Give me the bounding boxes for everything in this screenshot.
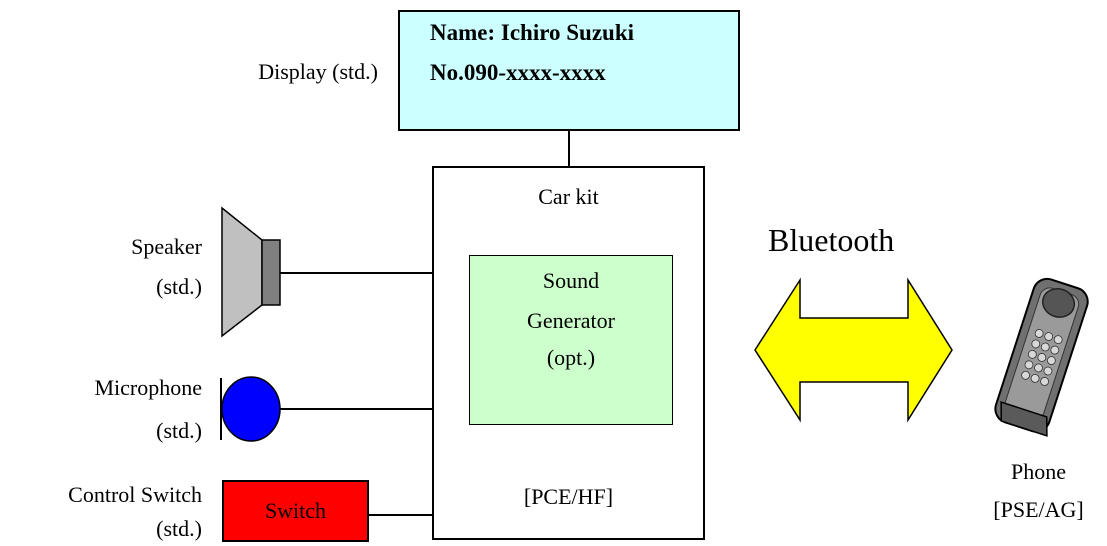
- switch-button[interactable]: [222, 480, 369, 542]
- microphone-std-label: (std.): [156, 418, 202, 443]
- sound-generator-line1: Sound: [542, 268, 600, 293]
- microphone-icon: [220, 376, 281, 442]
- display-name-text: Name: Ichiro Suzuki: [430, 20, 635, 45]
- sound-generator-line2: Generator: [527, 308, 615, 333]
- speaker-label: Speaker: [131, 234, 202, 259]
- car-kit-profile: [PCE/HF]: [523, 484, 614, 509]
- bluetooth-arrow: [754, 277, 953, 423]
- phone-label: Phone: [1011, 459, 1066, 484]
- display-number-text: No.090-xxxx-xxxx: [430, 60, 606, 85]
- phone-icon: [994, 277, 1089, 437]
- display-label: Display (std.): [258, 59, 378, 84]
- microphone-label: Microphone: [94, 375, 202, 400]
- speaker-icon: [221, 206, 281, 338]
- phone-profile-label: [PSE/AG]: [993, 497, 1084, 522]
- control-switch-label: Control Switch: [68, 482, 202, 507]
- bluetooth-label: Bluetooth: [768, 222, 895, 258]
- control-switch-std-label: (std.): [156, 516, 202, 541]
- display-box: [398, 10, 740, 131]
- speaker-std-label: (std.): [156, 274, 202, 299]
- switch-button-label: Switch: [264, 498, 327, 523]
- car-kit-title: Car kit: [538, 184, 599, 209]
- sound-generator-line3: (opt.): [546, 345, 596, 370]
- sound-generator-box: [469, 255, 673, 425]
